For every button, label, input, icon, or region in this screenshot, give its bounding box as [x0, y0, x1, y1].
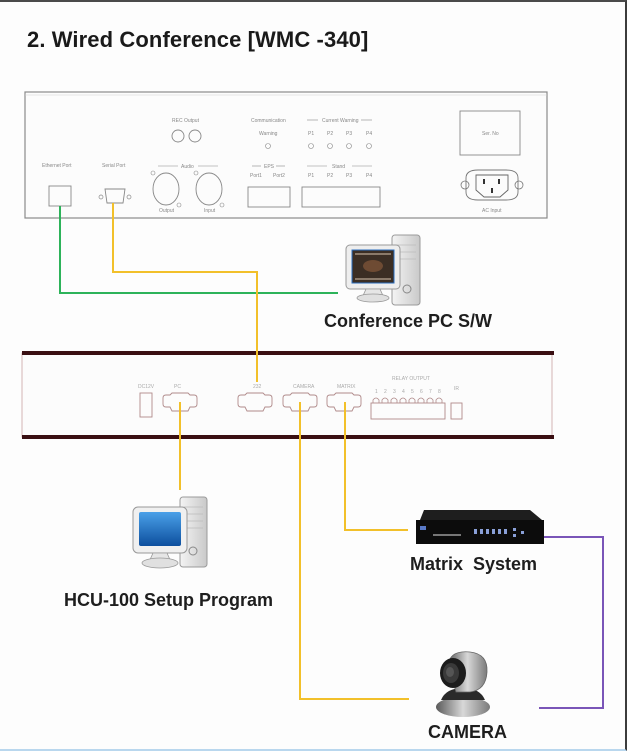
ir-port: [450, 402, 463, 420]
serial-port: [104, 188, 126, 204]
matrix-system-label: Matrix System: [410, 554, 538, 574]
ethernet-cable: [59, 206, 338, 294]
ac-input-socket: [460, 169, 524, 201]
camera-db9-port: [282, 392, 318, 412]
stand-channels: P1 P2 P3 P4: [308, 173, 372, 179]
communication-label: Communication: [251, 118, 286, 124]
svg-text:P3: P3: [346, 173, 352, 179]
relay-channel-label: 4: [402, 389, 405, 395]
relay-pin: [426, 397, 434, 403]
eps-port1-label: Port1: [250, 173, 262, 179]
audio-input-xlr: [195, 172, 223, 206]
svg-text:P2: P2: [327, 173, 333, 179]
conference-pc-icon: [345, 234, 421, 306]
camera-control-cable: [299, 402, 409, 700]
ethernet-port-label: Ethernet Port: [42, 163, 72, 169]
ir-label: IR: [454, 386, 459, 392]
dc-power-jack: [139, 392, 153, 418]
svg-text:P3: P3: [346, 131, 352, 137]
relay-channel-label: 1: [375, 389, 378, 395]
stand-connector: [301, 186, 381, 208]
rec-output-left-jack: [171, 129, 185, 143]
svg-text:P4: P4: [366, 131, 372, 137]
svg-text:P1: P1: [308, 131, 314, 137]
svg-text:P4: P4: [366, 173, 372, 179]
ptz-camera-icon: [436, 651, 490, 717]
eps-connector: [247, 186, 291, 208]
matrix-port-label: MATRIX: [337, 384, 356, 390]
relay-channel-label: 5: [411, 389, 414, 395]
relay-output-label: RELAY OUTPUT: [392, 376, 430, 382]
svg-text:P1: P1: [308, 173, 314, 179]
rec-output-label: REC Output: [172, 118, 200, 124]
relay-output-terminal: [370, 402, 446, 420]
hcu-100-panel: DC12V PC 232 CAMERA MATRIX RELAY OUTPUT …: [21, 351, 554, 439]
rec-output-right-jack: [188, 129, 202, 143]
relay-channel-label: 7: [429, 389, 432, 395]
conference-pc-label: Conference PC S/W: [324, 311, 493, 331]
relay-pin: [417, 397, 425, 403]
relay-channel-label: 8: [438, 389, 441, 395]
camera-label: CAMERA: [428, 722, 507, 742]
ser-no-label: Ser. No: [482, 131, 499, 137]
dc-power-label: DC12V: [138, 384, 155, 390]
matrix-db9-port: [326, 392, 362, 412]
relay-channel-label: 6: [420, 389, 423, 395]
rs232-port-label: 232: [253, 384, 262, 390]
eps-label: EPS: [264, 164, 275, 170]
matrix-system-icon: [416, 510, 544, 544]
communication-warning-label: Warning: [259, 131, 278, 137]
hcu-setup-label: HCU-100 Setup Program: [64, 590, 274, 610]
current-warning-label: Current Warning: [322, 118, 359, 124]
pc-db9-port: [162, 392, 198, 412]
page-title: 2. Wired Conference [WMC -340]: [27, 27, 369, 52]
current-warning-channels: P1 P2 P3 P4: [308, 131, 372, 149]
matrix-control-cable: [344, 402, 408, 531]
eps-port2-label: Port2: [273, 173, 285, 179]
ac-input-label: AC Input: [482, 208, 502, 214]
relay-pin: [381, 397, 389, 403]
video-cable-matrix-to-camera: [539, 536, 604, 709]
audio-input-label: Input: [204, 208, 216, 214]
wmc-340-rear-panel: REC Output Ethernet Port Serial Port Aud…: [24, 91, 548, 219]
wires: [59, 203, 604, 709]
pc-port-label: PC: [174, 384, 181, 390]
relay-pin: [435, 397, 443, 403]
serial-cable-wmc-to-rs232: [112, 203, 258, 382]
serial-number-plate: [459, 110, 521, 156]
audio-label: Audio: [181, 164, 194, 170]
communication-warning-led: [265, 143, 271, 149]
relay-pin: [399, 397, 407, 403]
relay-pin: [372, 397, 380, 403]
relay-pin: [390, 397, 398, 403]
hcu-setup-pc-icon: [132, 496, 208, 569]
rs232-db9-port: [237, 392, 273, 412]
relay-pin: [408, 397, 416, 403]
relay-channel-label: 3: [393, 389, 396, 395]
stand-label: Stand: [332, 164, 345, 170]
audio-output-xlr: [152, 172, 180, 206]
camera-port-label: CAMERA: [293, 384, 315, 390]
audio-output-label: Output: [159, 208, 175, 214]
serial-port-label: Serial Port: [102, 163, 126, 169]
relay-channel-label: 2: [384, 389, 387, 395]
svg-text:P2: P2: [327, 131, 333, 137]
